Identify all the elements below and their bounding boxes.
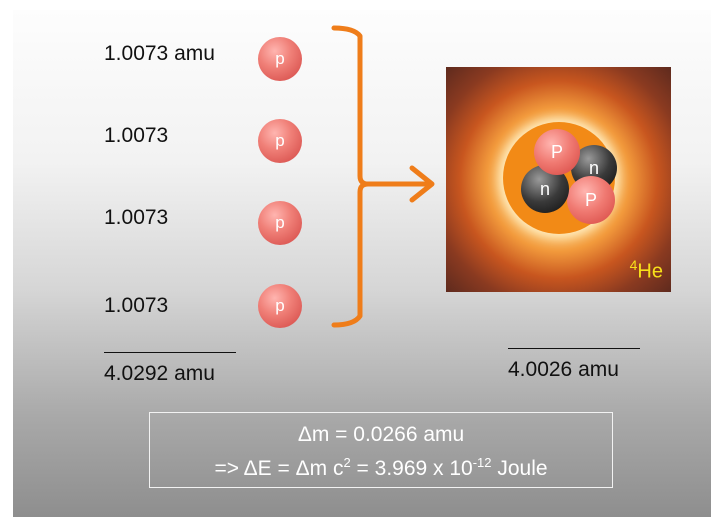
proton-1: P <box>534 129 580 175</box>
energy-line: => ΔE = Δm c2 = 3.969 x 10-12 Joule <box>214 455 548 480</box>
proton-1: p <box>258 37 302 81</box>
mass-defect-line: Δm = 0.0266 amu <box>297 423 465 446</box>
proton-mass-3: 1.0073 <box>104 206 169 229</box>
helium-nucleus-image: n P n P 4He <box>446 67 671 292</box>
proton-mass-2: 1.0073 <box>104 124 169 147</box>
right-total-mass: 4.0026 amu <box>508 358 619 381</box>
proton-3: p <box>258 201 302 245</box>
left-total-mass: 4.0292 amu <box>104 362 215 385</box>
proton-mass-1: 1.0073 amu <box>104 42 215 65</box>
proton-label: p <box>275 131 285 150</box>
proton-label: p <box>275 213 285 232</box>
bracket-arrow <box>331 25 435 328</box>
slide: 1.0073 amu 1.0073 1.0073 1.0073 p p p p … <box>13 10 711 517</box>
proton-2: p <box>258 119 302 163</box>
energy-equation-box: Δm = 0.0266 amu => ΔE = Δm c2 = 3.969 x … <box>149 412 613 488</box>
proton-mass-4: 1.0073 <box>104 294 169 317</box>
helium-4-label: 4He <box>629 257 663 283</box>
proton-label: p <box>275 296 285 315</box>
proton-4: p <box>258 284 302 328</box>
proton-2: P <box>567 176 615 224</box>
right-sum-rule <box>508 348 640 349</box>
proton-label: p <box>275 49 285 68</box>
left-sum-rule <box>104 352 236 353</box>
